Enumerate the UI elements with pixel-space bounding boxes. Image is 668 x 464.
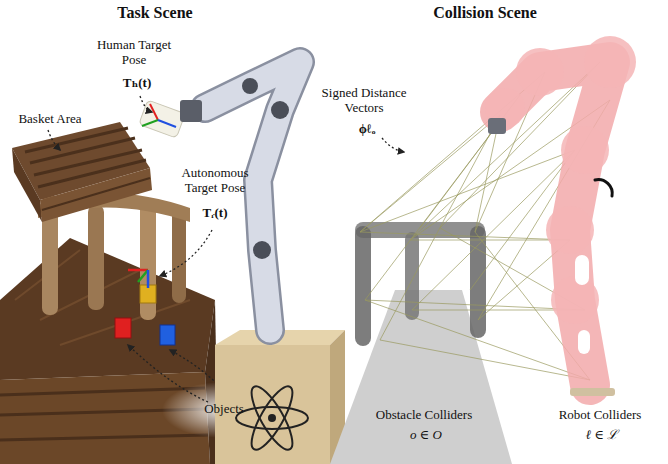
scene-heading: Task Scene [80,4,230,22]
callout-label: Tᵣ(t) [188,206,242,221]
robot-base [215,330,345,464]
robot-colliders [485,36,636,396]
callout-label: Signed Distance Vectors [312,86,416,116]
human-target-pose [139,100,185,138]
callout-label: o ∈ O [394,428,458,443]
callout-label: ℓ ∈ ℒ [570,428,634,443]
callout-label: Human Target Pose [92,38,176,68]
callout-label: Autonomous Target Pose [172,166,258,196]
callout-label: Objects [192,402,256,417]
callout-label: ϕℓₒ [340,122,394,137]
callout-label: Robot Colliders [546,408,654,423]
obstacle-colliders [330,222,512,464]
basket [12,122,152,222]
scene-heading: Collision Scene [405,4,565,22]
callout-label: Obstacle Colliders [362,408,486,423]
callout-label: Tₕ(t) [110,76,164,91]
callout-label: Basket Area [4,112,96,127]
robot-arm [180,62,300,330]
